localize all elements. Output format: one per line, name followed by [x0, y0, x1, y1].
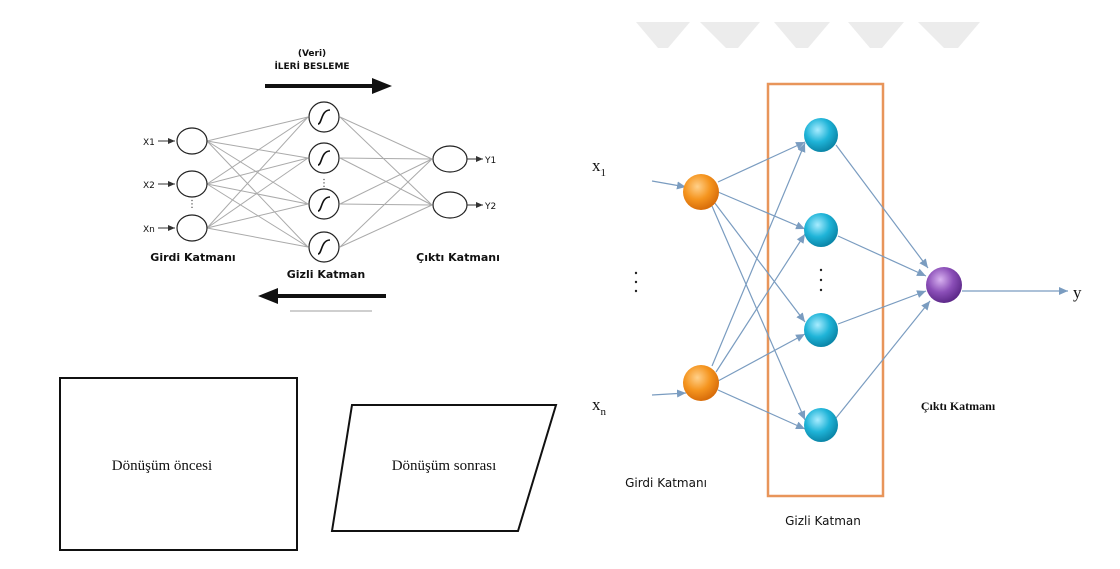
label-x1: x1: [592, 156, 606, 179]
after-label: Dönüşüm sonrası: [392, 458, 497, 474]
input-label-x1: X1: [143, 138, 155, 148]
output-layer-label: Çıktı Katmanı: [416, 251, 500, 264]
forward-arrow: [265, 78, 392, 94]
output-node-2: [432, 191, 468, 219]
arrow-top-main-label: İLERİ BESLEME: [274, 61, 349, 72]
output-node-y: [926, 267, 962, 303]
input-node-x1: [683, 174, 719, 210]
backward-arrow: [258, 288, 386, 304]
hidden-node-a: [804, 118, 838, 152]
hidden-node-2: [308, 142, 340, 174]
label-xn: xn: [592, 395, 607, 418]
hidden-node-c: [804, 313, 838, 347]
svg-text:⋮: ⋮: [187, 199, 197, 210]
output-node-1: [432, 145, 468, 173]
hidden-layer-label: Gizli Katman: [287, 268, 366, 281]
svg-text:⋮: ⋮: [319, 178, 329, 189]
edges-input-hidden-2: [711, 141, 806, 430]
hidden-layer-box: [766, 82, 885, 498]
sigmoid-glyphs: [317, 109, 331, 255]
output-label-y1: Y1: [484, 156, 496, 166]
feedforward-diagram: (Veri) İLERİ BESLEME ⋮ X1 X2: [143, 49, 500, 312]
before-rectangle: [59, 377, 298, 551]
input-layer-label: Girdi Katmanı: [150, 251, 235, 264]
input-layer-label-2: Girdi Katmanı: [625, 476, 707, 490]
hidden-node-b: [804, 213, 838, 247]
label-y: y: [1073, 283, 1082, 302]
before-label: Dönüşüm öncesi: [112, 458, 212, 474]
hidden-node-3: [308, 188, 340, 220]
hidden-node-d: [804, 408, 838, 442]
output-label-y2: Y2: [484, 202, 496, 212]
hidden-node-4: [308, 231, 340, 263]
input-label-xn: Xn: [143, 225, 155, 235]
input-node-n: [176, 214, 208, 242]
output-layer-label-2: Çıktı Katmanı: [921, 399, 996, 413]
hidden-nodes: [308, 101, 340, 263]
input-node-1: [176, 127, 208, 155]
output-nodes: [432, 145, 468, 219]
input-nodes: [176, 127, 208, 242]
watermark-chevrons: [636, 22, 980, 48]
input-label-x2: X2: [143, 181, 155, 191]
input-node-2: [176, 170, 208, 198]
after-parallelogram: [330, 404, 558, 532]
edges-hidden-output-2: [835, 144, 931, 419]
hidden-node-1: [308, 101, 340, 133]
vertical-dots: [634, 268, 823, 293]
edges-input-hidden: [206, 116, 309, 248]
arrow-top-sub-label: (Veri): [298, 49, 326, 59]
input-node-xn: [683, 365, 719, 401]
edges-hidden-output: [339, 116, 433, 248]
colored-network-diagram: x1 xn y Girdi Katmanı Gizli Katman Çıktı…: [592, 82, 1082, 528]
transform-diagram: Dönüşüm öncesi Dönüşüm sonrası: [59, 377, 558, 551]
hidden-layer-label-2: Gizli Katman: [785, 514, 861, 528]
